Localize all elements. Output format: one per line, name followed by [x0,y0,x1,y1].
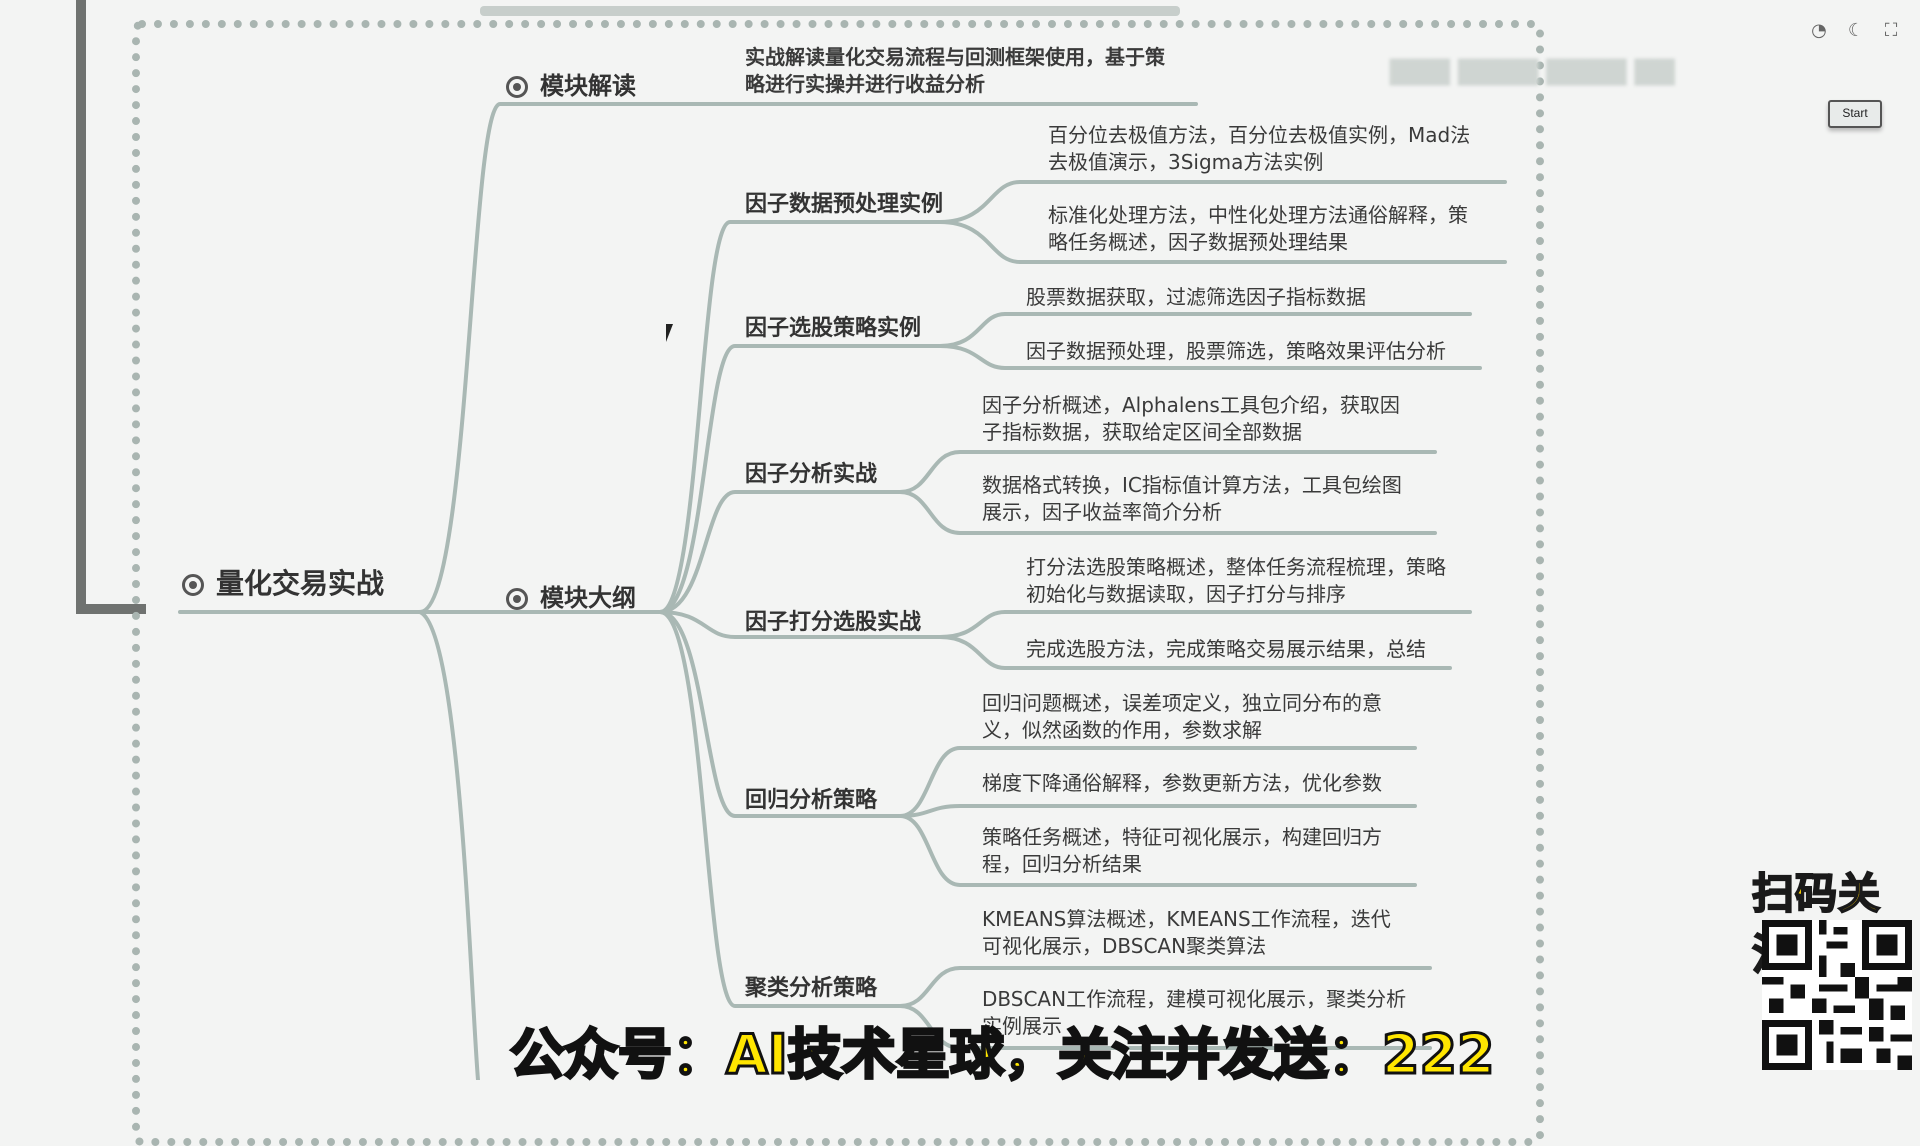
speedometer-icon[interactable]: ◔ [1811,20,1827,41]
branch-section-5 [658,610,902,818]
leaf-line: 打分法选股策略概述，整体任务流程梳理，策略 [1026,555,1446,579]
module-1-desc: 实战解读量化交易流程与回测框架使用，基于策 略进行实操并进行收益分析 [745,44,1165,98]
section-node-3[interactable]: 因子分析实战 [745,462,878,487]
leaf-node[interactable]: 因子分析概述，Alphalens工具包介绍，获取因 子指标数据，获取给定区间全部… [982,392,1400,446]
leaf-line: 略任务概述，因子数据预处理结果 [1048,230,1348,254]
qr-code-icon[interactable] [1762,920,1912,1070]
branch-section-2 [658,344,942,614]
leaf-node[interactable]: 策略任务概述，特征可视化展示，构建回归方 程，回归分析结果 [982,824,1382,878]
leaf-line: 股票数据获取，过滤筛选因子指标数据 [1026,285,1366,309]
leaf-line: DBSCAN工作流程，建模可视化展示，聚类分析 [982,987,1407,1011]
leaf-line: 完成选股方法，完成策略交易展示结果，总结 [1026,637,1426,661]
blurred-background-text: ▇▇▇ ▇▇▇▇ ▇▇▇▇ ▇▇ [1390,56,1675,86]
leaf-node[interactable]: 梯度下降通俗解释，参数更新方法，优化参数 [982,770,1382,797]
branch-section-1 [658,220,942,614]
leaf-line: 百分位去极值方法，百分位去极值实例，Mad法 [1048,123,1471,147]
module-label: 模块解读 [540,72,636,100]
branch-root-down [418,610,480,1080]
leaf-node[interactable]: DBSCAN工作流程，建模可视化展示，聚类分析 实例展示 [982,986,1406,1040]
fullscreen-icon[interactable]: ⛶ [1884,20,1898,41]
leaf-line: 标准化处理方法，中性化处理方法通俗解释，策 [1048,203,1468,227]
leaf-node[interactable]: 百分位去极值方法，百分位去极值实例，Mad法 去极值演示，3Sigma方法实例 [1048,122,1470,176]
leaf-node[interactable]: 标准化处理方法，中性化处理方法通俗解释，策 略任务概述，因子数据预处理结果 [1048,202,1468,256]
start-button[interactable]: Start [1828,100,1882,128]
module-bullet-icon [506,76,528,98]
module-node-2[interactable]: 模块大纲 [506,578,636,613]
branch-module-1 [418,102,722,614]
leaf-node[interactable]: 打分法选股策略概述，整体任务流程梳理，策略 初始化与数据读取，因子打分与排序 [1026,554,1446,608]
leaf-line: 策略任务概述，特征可视化展示，构建回归方 [982,825,1382,849]
leaf-line: 回归问题概述，误差项定义，独立同分布的意 [982,691,1382,715]
mindmap-connectors [178,102,1507,1080]
leaf-line: KMEANS算法概述，KMEANS工作流程，迭代 [982,907,1391,931]
left-border-strip [76,0,86,612]
moon-icon[interactable]: ☾ [1847,20,1865,41]
section-node-2[interactable]: 因子选股策略实例 [745,316,922,341]
leaf-line: 实例展示 [982,1014,1062,1038]
leaf-line: 展示，因子收益率简介分析 [982,500,1222,524]
section-node-1[interactable]: 因子数据预处理实例 [745,192,944,217]
module-1-desc-line-2: 略进行实操并进行收益分析 [745,72,985,96]
module-node-1[interactable]: 模块解读 [506,66,636,101]
leaf-line: 数据格式转换，IC指标值计算方法，工具包绘图 [982,473,1402,497]
section-node-4[interactable]: 因子打分选股实战 [745,610,922,635]
leaf-line: 因子分析概述，Alphalens工具包介绍，获取因 [982,393,1400,417]
leaf-line: 子指标数据，获取给定区间全部数据 [982,420,1302,444]
leaf-line: 程，回归分析结果 [982,852,1142,876]
section-node-5[interactable]: 回归分析策略 [745,788,878,813]
promo-caption: 公众号：AI技术星球，关注并发送：222 [509,1022,1497,1088]
branch-section-3 [658,490,902,614]
leaf-node[interactable]: 因子数据预处理，股票筛选，策略效果评估分析 [1026,338,1446,365]
mouse-cursor-icon [666,324,680,342]
leaf-line: 义，似然函数的作用，参数求解 [982,718,1262,742]
leaf-line: 因子数据预处理，股票筛选，策略效果评估分析 [1026,339,1446,363]
root-bullet-icon [182,574,204,596]
leaf-node[interactable]: 回归问题概述，误差项定义，独立同分布的意 义，似然函数的作用，参数求解 [982,690,1382,744]
left-border-foot [76,604,146,614]
branch-section-6 [658,610,902,1008]
module-bullet-icon [506,588,528,610]
window-drag-bar[interactable] [480,6,1180,16]
section-node-6[interactable]: 聚类分析策略 [745,976,878,1001]
branch-section-4 [658,610,942,639]
leaf-node[interactable]: 完成选股方法，完成策略交易展示结果，总结 [1026,636,1426,663]
leaf-line: 梯度下降通俗解释，参数更新方法，优化参数 [982,771,1382,795]
leaf-node[interactable]: KMEANS算法概述，KMEANS工作流程，迭代 可视化展示，DBSCAN聚类算… [982,906,1391,960]
root-node[interactable]: 量化交易实战 [182,562,384,602]
leaf-line: 可视化展示，DBSCAN聚类算法 [982,934,1267,958]
leaf-node[interactable]: 数据格式转换，IC指标值计算方法，工具包绘图 展示，因子收益率简介分析 [982,472,1402,526]
leaf-line: 初始化与数据读取，因子打分与排序 [1026,582,1346,606]
module-1-desc-line-1: 实战解读量化交易流程与回测框架使用，基于策 [745,45,1165,69]
root-label: 量化交易实战 [216,567,385,600]
module-label: 模块大纲 [540,584,636,612]
leaf-line: 去极值演示，3Sigma方法实例 [1048,150,1324,174]
leaf-node[interactable]: 股票数据获取，过滤筛选因子指标数据 [1026,284,1366,311]
